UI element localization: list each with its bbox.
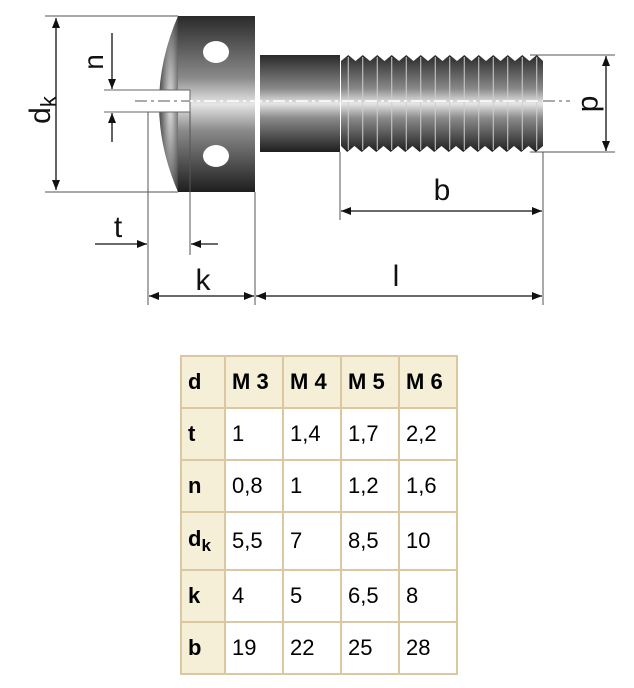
table-row: t 1 1,4 1,7 2,2: [180, 407, 458, 461]
table-row: dk 5,5 7 8,5 10: [180, 511, 458, 571]
screw-shank: [260, 55, 340, 152]
header-size: M 3: [224, 355, 284, 409]
header-size: M 6: [398, 355, 458, 409]
table-row: b 19 22 25 28: [180, 621, 458, 675]
thread-body: [341, 55, 543, 152]
table-cell: 4: [224, 569, 284, 623]
label-d: d: [575, 96, 608, 113]
table-cell: 28: [398, 621, 458, 675]
row-label-n: n: [180, 459, 226, 513]
table-cell: 5: [282, 569, 342, 623]
table-cell: 1: [282, 459, 342, 513]
label-n: n: [78, 54, 109, 70]
label-dk: dk: [24, 95, 61, 124]
label-k: k: [196, 264, 212, 297]
row-label-b: b: [180, 621, 226, 675]
table-cell: 10: [398, 511, 458, 571]
header-size: M 4: [282, 355, 342, 409]
row-label-k: k: [180, 569, 226, 623]
table-cell: 1,4: [282, 407, 342, 461]
label-b: b: [434, 174, 451, 207]
row-label-t: t: [180, 407, 226, 461]
row-label-dk-sub: k: [201, 536, 211, 555]
row-label-dk: dk: [180, 511, 226, 571]
table-cell: 8: [398, 569, 458, 623]
table-row: k 4 5 6,5 8: [180, 569, 458, 623]
table-cell: 2,2: [398, 407, 458, 461]
table-cell: 0,8: [224, 459, 284, 513]
table-cell: 7: [282, 511, 342, 571]
table-cell: 1,7: [340, 407, 400, 461]
table-cell: 1: [224, 407, 284, 461]
screw-thread: [341, 55, 543, 152]
table-cell: 5,5: [224, 511, 284, 571]
header-size: M 5: [340, 355, 400, 409]
table-cell: 6,5: [340, 569, 400, 623]
table-cell: 22: [282, 621, 342, 675]
label-l: l: [393, 260, 400, 293]
row-label-dk-main: d: [188, 526, 202, 551]
table-row: n 0,8 1 1,2 1,6: [180, 459, 458, 513]
table-cell: 25: [340, 621, 400, 675]
table-cell: 19: [224, 621, 284, 675]
table-cell: 1,6: [398, 459, 458, 513]
screw-dimension-drawing: dk n t k l b d: [24, 15, 615, 305]
head-hole-bottom: [203, 145, 229, 167]
header-label: d: [180, 355, 226, 409]
svg-text:dk: dk: [24, 95, 61, 124]
table-cell: 1,2: [340, 459, 400, 513]
dimension-table: d M 3 M 4 M 5 M 6 t 1 1,4 1,7 2,2 n 0,8 …: [180, 355, 458, 675]
table-cell: 8,5: [340, 511, 400, 571]
head-hole-top: [203, 41, 229, 63]
table-header-row: d M 3 M 4 M 5 M 6: [180, 355, 458, 409]
label-t: t: [114, 211, 123, 244]
